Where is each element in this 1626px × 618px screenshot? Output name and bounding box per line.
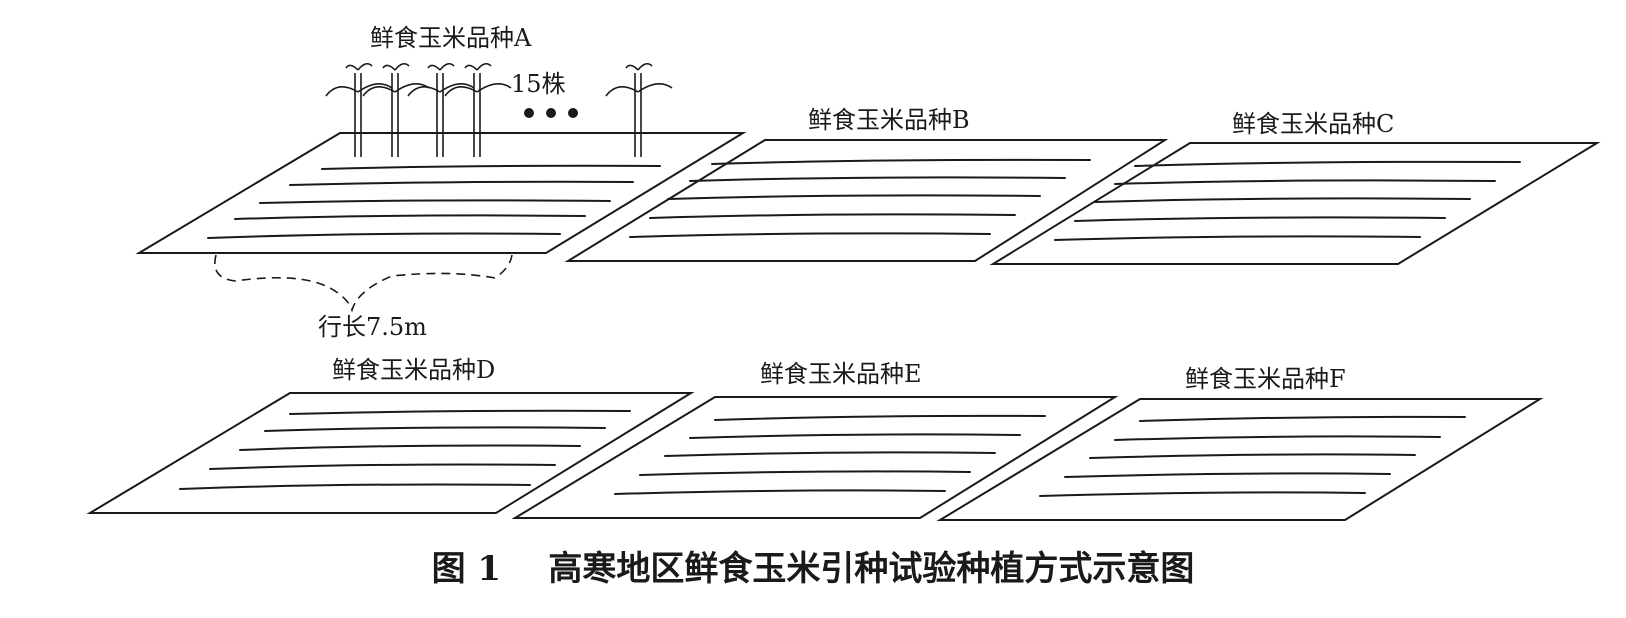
plot-a-plants	[325, 62, 673, 157]
plot-c-rows	[1054, 160, 1521, 241]
ellipsis-dots	[524, 108, 578, 118]
plot-e-label: 鲜食玉米品种E	[760, 360, 922, 388]
corn-plant	[407, 62, 475, 157]
plot-c-field	[989, 142, 1601, 265]
plot-e-rows	[614, 414, 1046, 495]
corn-plant	[325, 62, 393, 157]
corn-plant	[444, 62, 512, 157]
corn-plant	[605, 62, 673, 157]
plot-a-label: 鲜食玉米品种A	[370, 24, 532, 52]
plot-d-rows	[179, 409, 631, 490]
plot-a-rows	[207, 164, 661, 239]
figure-caption: 图 1 高寒地区鲜食玉米引种试验种植方式示意图	[432, 549, 1195, 589]
plot-b-field	[564, 139, 1169, 262]
plot-b-label: 鲜食玉米品种B	[808, 106, 970, 134]
plot-d-label: 鲜食玉米品种D	[332, 356, 495, 384]
plot-c: 鲜食玉米品种C	[989, 110, 1601, 265]
plot-e-field	[511, 396, 1119, 519]
plant-count-label: 15株	[511, 70, 566, 98]
plot-f: 鲜食玉米品种F	[936, 365, 1544, 521]
row-length-brace	[214, 254, 513, 313]
plot-d: 鲜食玉米品种D	[86, 356, 695, 514]
plot-c-label: 鲜食玉米品种C	[1232, 110, 1394, 138]
row-length-label: 行长7.5m	[318, 313, 427, 341]
plot-a: 15株 鲜食玉米品种A 行长7.5m	[135, 24, 747, 341]
plot-f-rows	[1039, 415, 1466, 497]
plot-f-field	[936, 398, 1544, 521]
plot-a-field	[135, 132, 747, 254]
plot-d-field	[86, 392, 695, 514]
plot-b-rows	[629, 158, 1091, 238]
plot-f-label: 鲜食玉米品种F	[1185, 365, 1346, 393]
plot-b: 鲜食玉米品种B	[564, 106, 1169, 262]
plot-e: 鲜食玉米品种E	[511, 360, 1119, 519]
corn-plant	[362, 62, 430, 157]
